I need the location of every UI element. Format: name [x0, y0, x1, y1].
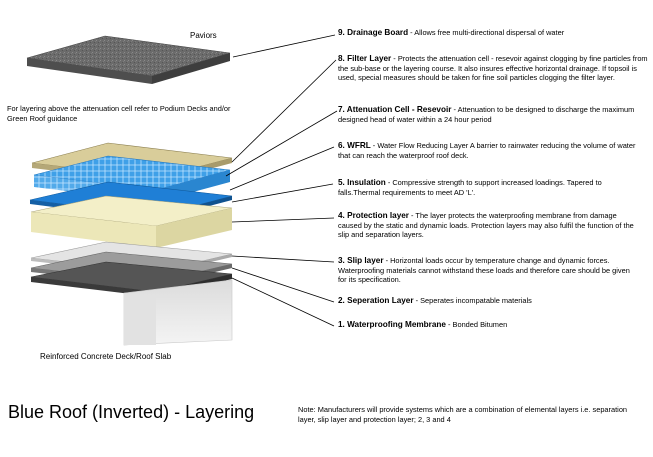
layer-description-7: 7. Attenuation Cell - Resevoir - Attenua…: [338, 105, 643, 124]
layer-description-8: 8. Filter Layer - Protects the attenuati…: [338, 54, 648, 83]
layer-text: - Compressive strength to support increa…: [338, 178, 602, 197]
layer-name: 4. Protection layer: [338, 211, 409, 220]
layer-text: - Protects the attenuation cell - resevo…: [338, 54, 648, 83]
layer-description-9: 9. Drainage Board - Allows free multi-di…: [338, 28, 648, 38]
layer-description-2: 2. Seperation Layer - Seperates incompat…: [338, 296, 638, 306]
layer-name: 5. Insulation: [338, 178, 386, 187]
layer-name: 9. Drainage Board: [338, 28, 409, 37]
layer-name: 1. Waterproofing Membrane: [338, 320, 446, 329]
layer-text: - Seperates incompatable materials: [413, 296, 532, 305]
layer-name: 7. Attenuation Cell - Resevoir: [338, 105, 452, 114]
layer-name: 3. Slip layer: [338, 256, 384, 265]
layer-description-6: 6. WFRL - Water Flow Reducing Layer A ba…: [338, 141, 638, 160]
paviors-label: Paviors: [190, 31, 217, 40]
slab-label: Reinforced Concrete Deck/Roof Slab: [40, 352, 172, 361]
leader-line-7: [225, 110, 338, 177]
attenuation-note: For layering above the attenuation cell …: [7, 104, 231, 123]
leader-line-4: [231, 217, 335, 223]
layer-text: - Water Flow Reducing Layer A barrier to…: [338, 141, 636, 160]
layer-text: - The layer protects the waterproofing m…: [338, 211, 634, 240]
leader-line-8: [231, 59, 337, 163]
leader-line-2: [231, 267, 335, 303]
leader-line-6: [229, 146, 335, 191]
concrete-slab: [123, 279, 233, 346]
diagram-title: Blue Roof (Inverted) - Layering: [8, 402, 255, 422]
leader-line-3: [231, 255, 335, 263]
layer-text: - Horizontal loads occur by temperature …: [338, 256, 630, 285]
leader-line-1: [231, 277, 335, 327]
layer-name: 8. Filter Layer: [338, 54, 392, 63]
layer-description-5: 5. Insulation - Compressive strength to …: [338, 178, 638, 197]
layer-description-3: 3. Slip layer - Horizontal loads occur b…: [338, 256, 638, 285]
leader-lines: [225, 34, 338, 327]
layer-name: 2. Seperation Layer: [338, 296, 414, 305]
layer-text: - Bonded Bitumen: [445, 320, 508, 329]
layer-description-4: 4. Protection layer - The layer protects…: [338, 211, 638, 240]
insulation-layer: [30, 195, 233, 248]
layer-description-1: 1. Waterproofing Membrane - Bonded Bitum…: [338, 320, 638, 330]
layer-name: 6. WFRL: [338, 141, 371, 150]
layer-text: - Allows free multi-directional dispersa…: [408, 28, 565, 37]
leader-line-5: [231, 183, 334, 203]
leader-line-9: [232, 34, 336, 58]
paviors-layer: [26, 35, 231, 84]
manufacturer-note: Note: Manufacturers will provide systems…: [298, 405, 628, 424]
layer-text: - Attenuation to be designed to discharg…: [338, 105, 635, 124]
